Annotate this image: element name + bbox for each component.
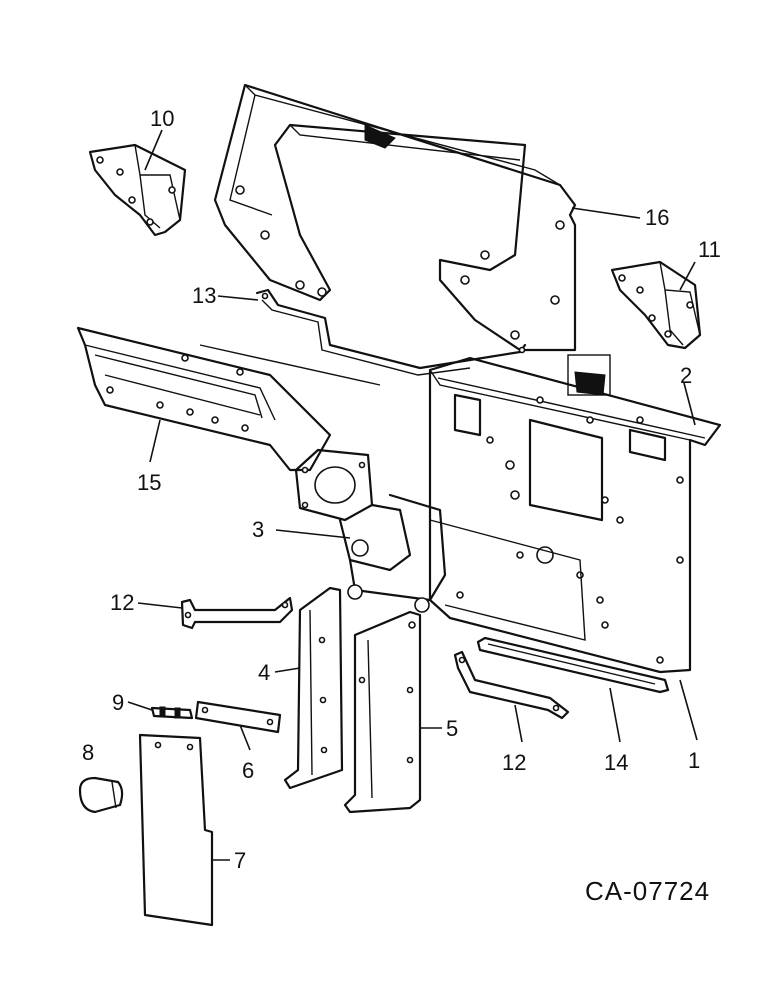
callout-12-right: 12: [502, 750, 526, 775]
part-16-frame: [213, 83, 577, 352]
callout-9: 9: [112, 690, 124, 715]
callout-1: 1: [688, 748, 700, 773]
callout-13: 13: [192, 283, 216, 308]
callout-7: 7: [234, 848, 246, 873]
callout-3: 3: [252, 517, 264, 542]
callout-10: 10: [150, 106, 174, 131]
callout-12-left: 12: [110, 590, 134, 615]
callout-16: 16: [645, 205, 669, 230]
part-5-side-plate: [343, 610, 422, 814]
part-8-cap: [78, 776, 124, 814]
callouts: 10 11 16 13 2 15 3 12 4 9 5 8 6 12 14 1 …: [82, 106, 721, 873]
part-11-bracket: [610, 260, 702, 350]
callout-14: 14: [604, 750, 628, 775]
callout-6: 6: [242, 758, 254, 783]
part-14-strip: [476, 636, 670, 694]
part-12-strap-left: [180, 596, 294, 630]
part-6-plate: [194, 700, 282, 734]
callout-5: 5: [446, 716, 458, 741]
part-4-side-plate: [283, 586, 344, 790]
part-13-rod: [255, 288, 527, 376]
drawing-id: CA-07724: [585, 876, 710, 906]
part-12-strap-right: [453, 650, 570, 720]
leader-lines: [127, 129, 698, 861]
callout-4: 4: [258, 660, 270, 685]
callout-2: 2: [680, 363, 692, 388]
part-15-duct: [76, 326, 381, 472]
part-7-cover: [138, 733, 214, 927]
callout-15: 15: [137, 470, 161, 495]
part-1-2-panel: [428, 354, 722, 674]
part-10-bracket: [88, 143, 187, 237]
part-9-clip: [150, 706, 194, 720]
callout-11: 11: [698, 237, 721, 262]
part-3-column: [294, 448, 447, 613]
callout-8: 8: [82, 740, 94, 765]
